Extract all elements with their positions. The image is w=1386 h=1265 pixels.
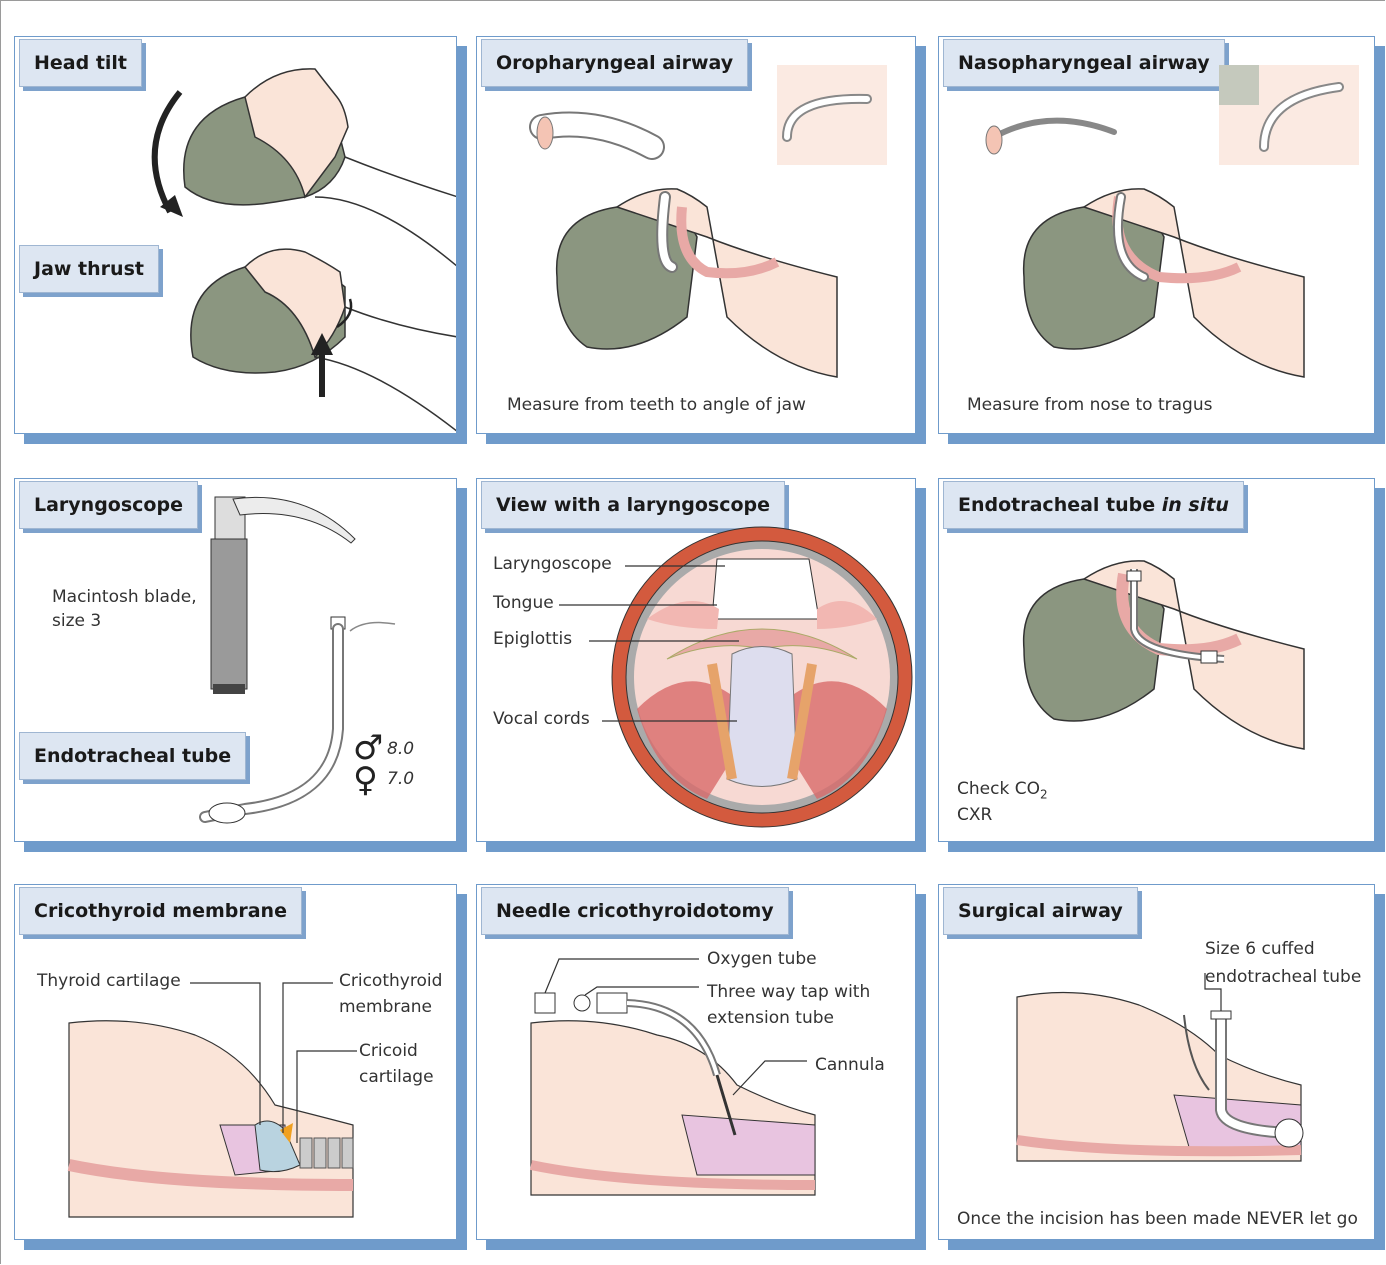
label-cricothyroid-l1: Cricothyroid: [339, 971, 442, 991]
oro-caption: Measure from teeth to angle of jaw: [507, 395, 806, 415]
panel-ett-in-situ: Endotracheal tube in situ Check CO2 CXR: [938, 478, 1375, 842]
head-tilt-illustration: [15, 37, 457, 434]
label-cricoid-l1: Cricoid: [359, 1041, 418, 1061]
panel-surgical-airway: Surgical airway Size 6 cuffed endotrache…: [938, 884, 1375, 1240]
label-three-way-tap-l1: Three way tap with: [707, 982, 870, 1002]
panel-cricothyroid: Cricothyroid membrane Thyroid cartilage …: [14, 884, 457, 1240]
panel-nasopharyngeal: Nasopharyngeal airway Measure from nose …: [938, 36, 1375, 434]
laryngeal-view-illustration: [477, 479, 916, 842]
naso-illustration: [939, 37, 1375, 434]
label-oxygen-tube: Oxygen tube: [707, 949, 817, 969]
label-tongue: Tongue: [493, 593, 554, 613]
cxr-label: CXR: [957, 805, 992, 825]
panel-laryngoscope: Laryngoscope Endotracheal tube Macintosh…: [14, 478, 457, 842]
label-laryngoscope: Laryngoscope: [493, 554, 612, 574]
label-thyroid-cartilage: Thyroid cartilage: [37, 971, 181, 991]
check-co2: Check CO2: [957, 779, 1048, 801]
label-tube-l2: endotracheal tube: [1205, 967, 1361, 987]
label-tube-l1: Size 6 cuffed: [1205, 939, 1315, 959]
female-symbol-icon: ♀: [353, 763, 378, 797]
panel-laryngoscope-view: View with a laryngoscope Laryngoscope To…: [476, 478, 916, 842]
naso-caption: Measure from nose to tragus: [967, 395, 1212, 415]
surgical-caption: Once the incision has been made NEVER le…: [957, 1209, 1358, 1229]
label-cannula: Cannula: [815, 1055, 885, 1075]
male-tube-size: 8.0: [387, 739, 414, 759]
label-epiglottis: Epiglottis: [493, 629, 572, 649]
panel-oropharyngeal: Oropharyngeal airway Measure from teeth …: [476, 36, 916, 434]
panel-needle-cricothyroidotomy: Needle cricothyroidotomy Oxygen tube Thr…: [476, 884, 916, 1240]
label-vocal-cords: Vocal cords: [493, 709, 590, 729]
panel-head-tilt: Head tilt Jaw thrust: [14, 36, 457, 434]
oro-illustration: [477, 37, 916, 434]
female-tube-size: 7.0: [387, 769, 414, 789]
label-cricothyroid-l2: membrane: [339, 997, 432, 1017]
label-cricoid-l2: cartilage: [359, 1067, 434, 1087]
label-three-way-tap-l2: extension tube: [707, 1008, 834, 1028]
cricothyroid-illustration: [15, 885, 457, 1240]
